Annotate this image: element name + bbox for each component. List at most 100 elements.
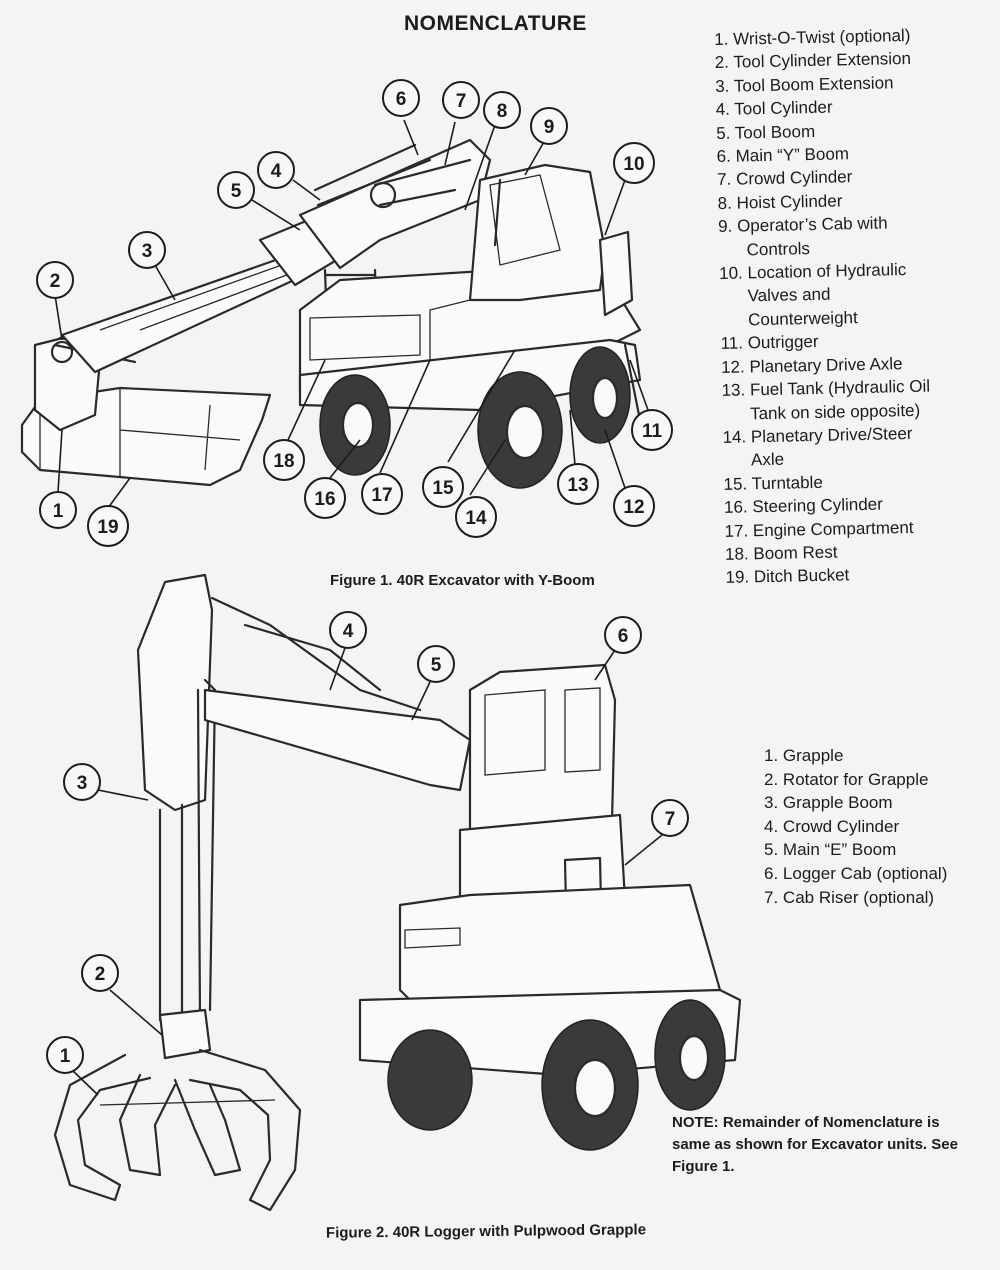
part-name: Turntable bbox=[751, 472, 823, 494]
part-number: 5. bbox=[764, 840, 779, 860]
callout-6: 6 bbox=[382, 79, 420, 117]
svg-text:6: 6 bbox=[618, 626, 629, 647]
part-name: Crowd Cylinder bbox=[782, 816, 900, 836]
callout-2-5: 5 bbox=[417, 645, 455, 683]
callout-14: 14 bbox=[455, 496, 497, 538]
callout-16: 16 bbox=[304, 477, 346, 519]
figure1-part-3: 3. Tool Boom Extension bbox=[715, 70, 924, 98]
svg-text:9: 9 bbox=[544, 117, 555, 138]
logger-illustration bbox=[53, 573, 742, 1212]
part-number: 15. bbox=[723, 474, 748, 494]
svg-text:3: 3 bbox=[77, 773, 88, 794]
part-number: 6. bbox=[764, 863, 779, 883]
part-number: 14. bbox=[722, 427, 747, 447]
part-name: Wrist-O-Twist (optional) bbox=[732, 25, 911, 49]
svg-text:2: 2 bbox=[50, 271, 61, 292]
part-name: Hoist Cylinder bbox=[736, 191, 843, 213]
callout-15: 15 bbox=[422, 466, 464, 508]
svg-text:10: 10 bbox=[623, 154, 644, 175]
figure1-parts-list: 1. Wrist-O-Twist (optional)2. Tool Cylin… bbox=[714, 24, 934, 590]
part-number: 13. bbox=[721, 380, 746, 401]
svg-text:15: 15 bbox=[432, 478, 454, 499]
part-name: Tool Cylinder bbox=[734, 97, 833, 119]
callout-3: 3 bbox=[128, 231, 166, 269]
callout-11: 11 bbox=[631, 409, 673, 451]
callout-9: 9 bbox=[530, 107, 568, 145]
svg-text:8: 8 bbox=[497, 101, 508, 122]
part-name: Crowd Cylinder bbox=[735, 167, 853, 190]
svg-text:3: 3 bbox=[142, 241, 153, 262]
part-name: Grapple Boom bbox=[782, 793, 893, 813]
callout-1: 1 bbox=[39, 491, 77, 529]
callout-8: 8 bbox=[483, 91, 521, 129]
part-number: 6. bbox=[716, 146, 732, 167]
part-name: Tool Boom bbox=[734, 121, 816, 143]
part-name: Location of Hydraulic bbox=[747, 260, 907, 283]
figure2-part-5: 5. Main “E” Boom bbox=[764, 838, 947, 862]
part-name: Axle bbox=[750, 449, 785, 470]
figure2-callouts: 1 2 3 4 5 6 7 bbox=[46, 611, 689, 1096]
part-number: 18. bbox=[724, 544, 749, 564]
callout-5: 5 bbox=[217, 171, 255, 209]
callout-2-1: 1 bbox=[46, 1036, 84, 1074]
callout-2-6: 6 bbox=[604, 616, 642, 654]
svg-text:6: 6 bbox=[396, 89, 407, 110]
svg-text:1: 1 bbox=[60, 1046, 71, 1067]
part-number: 9. bbox=[717, 216, 733, 237]
figure1-part-10: 10. Location of Hydraulic bbox=[719, 258, 928, 286]
callout-10: 10 bbox=[613, 142, 655, 184]
part-name: Logger Cab (optional) bbox=[782, 863, 948, 883]
svg-text:4: 4 bbox=[343, 621, 354, 642]
callout-2-2: 2 bbox=[81, 954, 119, 992]
part-name: Planetary Drive Axle bbox=[749, 353, 903, 377]
figure2-part-7: 7. Cab Riser (optional) bbox=[764, 886, 947, 910]
part-number: 12. bbox=[720, 357, 745, 377]
callout-2: 2 bbox=[36, 261, 74, 299]
part-number: 7. bbox=[716, 170, 732, 190]
svg-text:4: 4 bbox=[271, 161, 282, 182]
svg-text:5: 5 bbox=[231, 181, 242, 202]
callout-2-4: 4 bbox=[329, 611, 367, 649]
part-name: Valves and bbox=[747, 285, 831, 306]
svg-text:11: 11 bbox=[642, 421, 663, 442]
part-name: Cab Riser (optional) bbox=[782, 887, 935, 907]
figure2-part-6: 6. Logger Cab (optional) bbox=[764, 862, 947, 886]
svg-text:7: 7 bbox=[665, 809, 676, 830]
part-number: 4. bbox=[764, 816, 779, 836]
part-name: Outrigger bbox=[747, 332, 819, 353]
figure2-caption: Figure 2. 40R Logger with Pulpwood Grapp… bbox=[325, 1221, 647, 1242]
part-name: Steering Cylinder bbox=[752, 494, 883, 517]
figure2-part-1: 1. Grapple bbox=[764, 744, 947, 768]
part-number: 2. bbox=[764, 769, 779, 789]
part-name: Ditch Bucket bbox=[753, 565, 850, 587]
svg-text:1: 1 bbox=[53, 501, 64, 522]
part-name: Planetary Drive/Steer bbox=[750, 423, 913, 447]
part-name: Operator’s Cab with bbox=[736, 213, 888, 236]
nomenclature-note: NOTE: Remainder of Nomenclature is same … bbox=[672, 1114, 958, 1175]
part-number: 1. bbox=[764, 746, 779, 765]
part-name: Boom Rest bbox=[753, 542, 838, 564]
part-number: 3. bbox=[715, 76, 730, 96]
svg-text:7: 7 bbox=[456, 91, 467, 112]
part-number: 5. bbox=[716, 123, 731, 143]
svg-text:18: 18 bbox=[273, 451, 294, 472]
svg-text:16: 16 bbox=[314, 489, 335, 510]
callout-2-3: 3 bbox=[63, 763, 101, 801]
part-number: 10. bbox=[718, 263, 743, 284]
part-number: 16. bbox=[723, 497, 748, 518]
part-number: 2. bbox=[714, 53, 730, 73]
svg-text:14: 14 bbox=[465, 508, 487, 529]
part-name: Counterweight bbox=[747, 307, 858, 330]
svg-text:12: 12 bbox=[623, 497, 644, 518]
figure2-part-3: 3. Grapple Boom bbox=[764, 791, 947, 815]
part-name: Engine Compartment bbox=[752, 517, 914, 540]
part-name: Tank on side opposite) bbox=[749, 400, 921, 423]
callout-12: 12 bbox=[613, 485, 655, 527]
part-number: 4. bbox=[715, 99, 731, 120]
part-name: Tool Boom Extension bbox=[733, 73, 894, 96]
figure2-part-2: 2. Rotator for Grapple bbox=[764, 768, 947, 792]
page-title: NOMENCLATURE bbox=[404, 12, 587, 35]
